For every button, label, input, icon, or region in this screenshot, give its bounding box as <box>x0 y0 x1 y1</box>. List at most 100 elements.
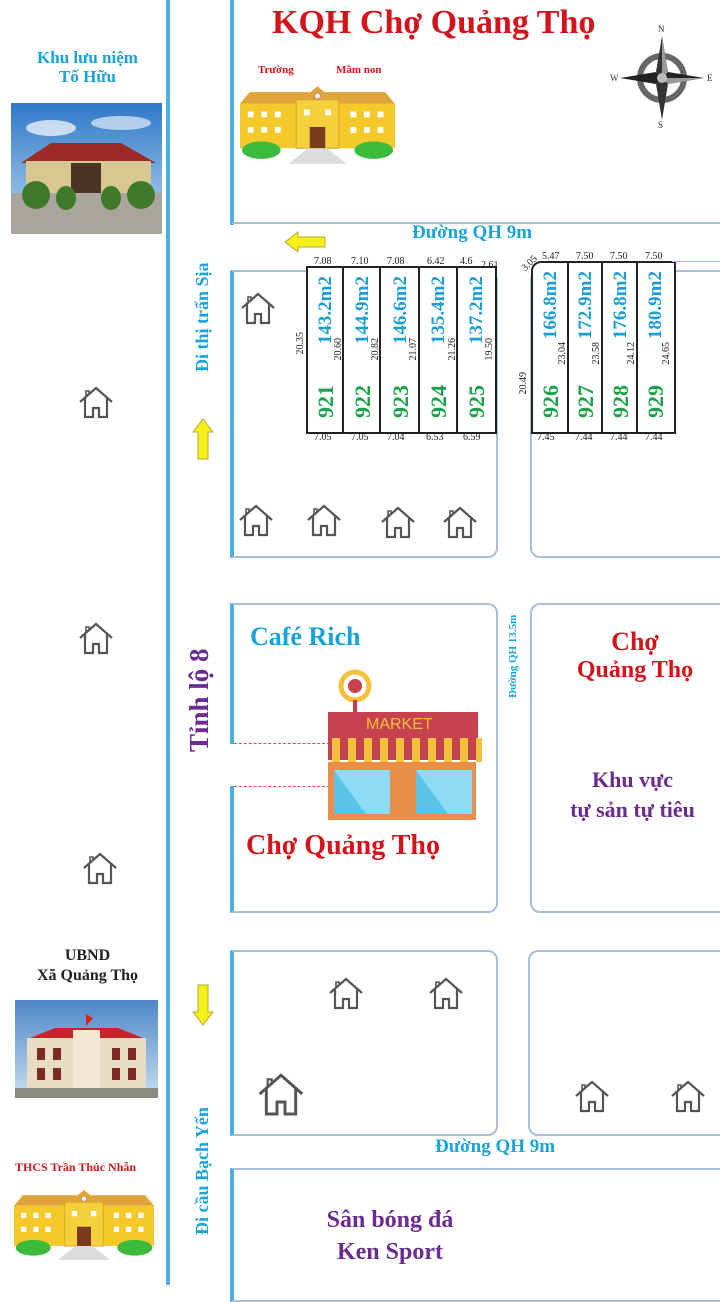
lot-number: 922 <box>349 385 375 418</box>
lot-926[interactable]: 166.8m2 926 <box>531 261 569 434</box>
memorial-label: Khu lưu niệm Tố Hữu <box>37 48 138 86</box>
house-icon <box>304 502 344 538</box>
ubnd-photo <box>15 1000 158 1098</box>
compass-n: N <box>658 24 665 34</box>
lot-number: 925 <box>463 385 489 418</box>
lot-area: 135.4m2 <box>428 276 449 345</box>
lot-area: 146.6m2 <box>389 276 411 345</box>
dim-side: 20.82 <box>370 338 381 361</box>
lot-number: 921 <box>313 385 338 418</box>
lot-area: 137.2m2 <box>465 276 487 345</box>
dim-left-side: 20.35 <box>295 332 306 355</box>
lot-number: 923 <box>387 385 413 418</box>
self-produce-zone-label: Khu vực tự sản tự tiêu <box>570 767 695 822</box>
house-icon <box>572 1078 612 1114</box>
house-icon <box>440 504 480 540</box>
football-field-label: Sân bóng đá Ken Sport <box>326 1207 454 1265</box>
dim-side: 21.07 <box>408 338 419 361</box>
house-icon <box>254 1070 308 1118</box>
lot-929[interactable]: 180.9m2 929 <box>636 261 676 434</box>
lot-area: 143.2m2 <box>315 276 336 345</box>
dim-bottom: 7.05 <box>351 432 369 443</box>
market-entrance-gap <box>230 744 236 786</box>
dim-side: 23.04 <box>557 342 568 365</box>
cafe-label: Café Rich <box>250 622 361 651</box>
kindergarten-label-2: Mầm non <box>336 64 382 76</box>
house-icon <box>378 504 418 540</box>
house-icon <box>76 620 116 656</box>
market-sign: MARKET <box>366 716 433 733</box>
school-thcs-label: THCS Trần Thúc Nhẫn <box>15 1160 137 1174</box>
lot-922[interactable]: 144.9m2 922 <box>342 266 381 434</box>
lot-927[interactable]: 172.9m2 927 <box>567 261 603 434</box>
road-label-bottom-9m: Đường QH 9m <box>435 1136 556 1157</box>
lot-921[interactable]: 143.2m2 921 <box>306 266 344 434</box>
house-icon <box>326 975 366 1011</box>
dim-top: 7.50 <box>645 251 663 262</box>
dim-side: 21.26 <box>447 338 458 361</box>
memorial-photo <box>11 103 162 234</box>
compass-s: S <box>658 120 664 130</box>
dim-top: 7.08 <box>314 256 332 267</box>
market-entrance-line <box>234 786 330 787</box>
dim-top: 7.50 <box>610 251 628 262</box>
dim-bottom: 7.45 <box>537 432 555 443</box>
dim-left-side: 20.49 <box>518 372 529 395</box>
dim-bottom: 7.44 <box>575 432 593 443</box>
lot-area: 144.9m2 <box>351 276 373 345</box>
block-residential-lower-right <box>528 950 720 1136</box>
compass-e: E <box>707 73 713 83</box>
dim-bottom: 7.44 <box>645 432 663 443</box>
market-right-title: Chợ Quảng Thọ <box>576 627 694 684</box>
dim-side: 19.50 <box>484 338 495 361</box>
ubnd-label: UBND Xã Quảng Thọ <box>36 947 139 984</box>
lot-925[interactable]: 137.2m2 925 <box>456 266 497 434</box>
arrow-left-icon <box>284 231 326 253</box>
dim-bottom: 7.04 <box>387 432 405 443</box>
lot-number: 927 <box>573 385 598 418</box>
house-icon <box>238 290 278 326</box>
lot-area: 180.9m2 <box>645 271 666 340</box>
market-building-icon: MARKET <box>326 668 484 820</box>
dim-bottom: 7.05 <box>314 432 332 443</box>
road-label-to-bridge: Đi cầu Bạch Yến <box>192 1107 212 1235</box>
house-icon <box>76 384 116 420</box>
lot-924[interactable]: 135.4m2 924 <box>418 266 458 434</box>
dim-bottom: 6.59 <box>463 432 481 443</box>
lot-923[interactable]: 146.6m2 923 <box>379 266 420 434</box>
road-edge-left <box>166 0 170 1285</box>
house-icon <box>236 502 276 538</box>
road-label-main: Tỉnh lộ 8 <box>184 648 214 752</box>
compass-rose: N S W E <box>610 24 713 130</box>
road-label-13-5m: Đường QH 13.5m <box>507 614 519 698</box>
lot-number: 928 <box>607 385 633 418</box>
market-name-label: Chợ Quảng Thọ <box>246 830 440 861</box>
school-building-icon <box>240 85 395 165</box>
dim-side: 20.60 <box>333 338 344 361</box>
dim-corner: 2.61 <box>481 260 499 271</box>
page-title: KQH Chợ Quảng Thọ <box>272 4 596 41</box>
lot-area: 172.9m2 <box>575 271 596 340</box>
market-entrance-line <box>234 743 330 744</box>
house-icon <box>426 975 466 1011</box>
school-thcs-icon <box>14 1189 154 1261</box>
dim-top: 6.42 <box>427 256 445 267</box>
dim-top: 4.6 <box>460 256 473 267</box>
house-icon <box>80 850 120 886</box>
dim-side: 24.65 <box>661 342 672 365</box>
dim-side: 24.12 <box>626 342 637 365</box>
lot-928[interactable]: 176.8m2 928 <box>601 261 638 434</box>
lot-area: 166.8m2 <box>540 271 561 340</box>
block-market-right <box>530 603 720 913</box>
road-edge-right-lots <box>672 261 720 262</box>
house-icon <box>668 1078 708 1114</box>
road-edge-right <box>230 0 234 225</box>
dim-top: 7.10 <box>351 256 369 267</box>
kindergarten-label-1: Trường <box>258 64 294 76</box>
dim-bottom: 7.44 <box>610 432 628 443</box>
lot-number: 929 <box>643 385 668 418</box>
dim-top: 7.08 <box>387 256 405 267</box>
dim-top: 7.50 <box>576 251 594 262</box>
lot-number: 924 <box>426 385 451 418</box>
dim-bottom: 6.53 <box>426 432 444 443</box>
